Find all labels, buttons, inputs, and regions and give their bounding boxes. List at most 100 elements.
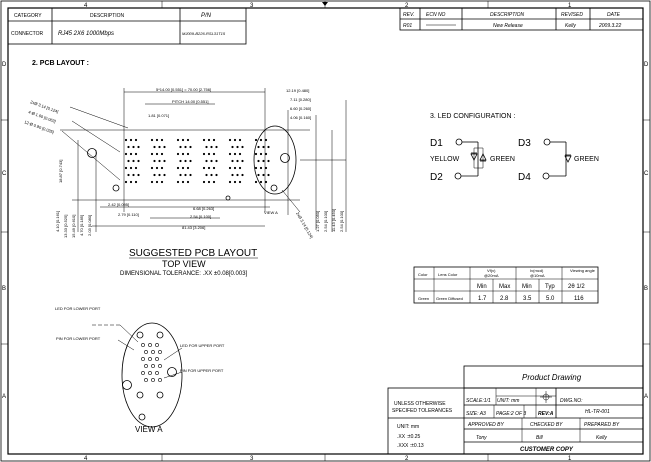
view-a-pin xyxy=(151,378,155,382)
pcb-pin-hole xyxy=(163,159,166,163)
pcb-pin-hole xyxy=(231,145,234,149)
view-a-pin xyxy=(144,350,148,354)
pcb-pin-hole xyxy=(181,152,185,156)
view-a-pin xyxy=(141,343,145,347)
pcb-dim-v4: 15.49 [0.610] xyxy=(71,215,76,238)
led-table-iv-min: 3.5 xyxy=(523,296,532,302)
tb-checked-by: CHECKED BY xyxy=(530,422,563,428)
led-green-right: GREEN xyxy=(574,156,599,163)
tb-dwg-label: DWG.NO: xyxy=(560,398,583,404)
zone-marker-bottom-4: 4 xyxy=(84,456,88,462)
center-mark-top xyxy=(322,2,328,6)
pcb-pin-hole xyxy=(150,166,154,170)
led-table-h-vf-sub: @20mA xyxy=(484,273,499,278)
pcb-pin-hole xyxy=(137,159,140,163)
pcb-pin-hole xyxy=(176,180,180,184)
pcb-pin-hole xyxy=(262,173,265,177)
view-a-pin xyxy=(144,378,148,382)
pcb-pin-hole xyxy=(259,166,263,170)
pcb-pin-hole xyxy=(238,152,242,156)
pcb-pin-hole xyxy=(158,173,161,177)
pcb-dim-total: 5*14.00 [0.551] = 70.00 [2.756] xyxy=(156,87,211,92)
led-green-left: GREEN xyxy=(490,156,515,163)
pcb-pin-hole xyxy=(124,180,128,184)
led-table-angle: 116 xyxy=(574,296,584,302)
pcb-pin-hole xyxy=(267,173,270,177)
tb-dwg-no: HL-TR-001 xyxy=(585,409,610,415)
pcb-pin-hole xyxy=(210,159,213,163)
view-a-pin xyxy=(155,357,159,361)
pcb-pin-hole xyxy=(127,173,130,177)
header-table: CATEGORY DESCRIPTION P/N CONNECTOR RJ45 … xyxy=(7,7,247,45)
pcb-section-title: 2. PCB LAYOUT : xyxy=(32,60,89,67)
view-a-pin xyxy=(155,343,159,347)
pcb-pin-hole xyxy=(186,138,190,142)
pcb-pin-hole xyxy=(233,138,237,142)
rev-row-description: New Release xyxy=(493,23,523,29)
zone-marker-bottom-3: 3 xyxy=(250,456,254,462)
pcb-pin-hole xyxy=(179,173,182,177)
pcb-dim-b1: 2.42 [0.095] xyxy=(108,202,129,207)
pcb-pin-hole xyxy=(207,180,211,184)
tb-prepared: Kelly xyxy=(596,435,607,441)
pcb-pin-pattern xyxy=(124,138,270,184)
pcb-pin-hole xyxy=(176,152,180,156)
led-table-max: Max xyxy=(499,284,510,290)
pcb-suggested-title: SUGGESTED PCB LAYOUT xyxy=(129,248,257,259)
pcb-pin-hole xyxy=(202,180,206,184)
pcb-pin-hole xyxy=(160,166,164,170)
pcb-pin-hole xyxy=(228,138,232,142)
pcb-dim-b4: 2.54 [0.100] xyxy=(190,214,211,219)
led-table-h-color: Color xyxy=(418,272,428,277)
pcb-dim-b2: 2.79 [0.110] xyxy=(118,212,139,217)
tb-unless: UNLESS OTHERWISE xyxy=(394,401,446,407)
pcb-pin-hole xyxy=(257,145,260,149)
led-table-h-angle: Viewing angle xyxy=(570,268,596,273)
pcb-pin-hole xyxy=(264,180,268,184)
zone-marker-top-3: 3 xyxy=(250,3,254,9)
tb-size: SIZE: A3 xyxy=(466,411,486,417)
pcb-pin-hole xyxy=(238,166,242,170)
pcb-pin-hole xyxy=(205,173,208,177)
tb-customer-copy: CUSTOMER COPY xyxy=(520,447,574,453)
pcb-pin-hole xyxy=(207,138,211,142)
rev-col-rev: REV. xyxy=(403,12,414,18)
rev-col-date: DATE xyxy=(607,12,621,18)
pcb-pin-hole xyxy=(132,159,135,163)
zone-marker-top-2: 2 xyxy=(405,3,409,9)
pcb-dim-r2: 7.11 [0.280] xyxy=(290,97,311,102)
pcb-pin-hole xyxy=(153,159,156,163)
pcb-pin-hole xyxy=(236,145,239,149)
pcb-pin-hole xyxy=(259,138,263,142)
pcb-pin-hole xyxy=(184,145,187,149)
pcb-dim-v9: 11.43 [0.450] xyxy=(331,209,336,232)
tb-page: PAGE:2 OF 3 xyxy=(496,411,526,417)
pcb-pin-hole xyxy=(231,173,234,177)
pcb-dim-181: 1.81 [0.071] xyxy=(148,113,169,118)
pcb-dim-v10: 2.54 [0.100] xyxy=(339,211,344,232)
pcb-pin-hole xyxy=(212,152,216,156)
zone-marker-left-b: B xyxy=(2,286,6,292)
pcb-pin-hole xyxy=(202,166,206,170)
zone-marker-right-d: D xyxy=(644,62,649,68)
inner-frame xyxy=(7,7,644,455)
pcb-pin-hole xyxy=(181,180,185,184)
pcb-pin-hole xyxy=(134,138,138,142)
pcb-pin-hole xyxy=(153,173,156,177)
pcb-pin-hole xyxy=(129,138,133,142)
view-a-pin xyxy=(141,371,145,375)
tb-specified: SPECIFED TOLERANCES xyxy=(392,408,453,414)
tb-approved: Tony xyxy=(476,435,487,441)
led-d1: D1 xyxy=(430,138,443,149)
pcb-pin-hole xyxy=(228,152,232,156)
pcb-pin-hole xyxy=(228,166,232,170)
rev-col-revised: REVISED xyxy=(561,12,583,18)
view-a-detail xyxy=(92,322,183,428)
pcb-pin-hole xyxy=(150,138,154,142)
led-table-angle-sym: 2θ 1/2 xyxy=(568,284,585,290)
pcb-view-a-label: VIEW A xyxy=(264,210,278,215)
zone-marker-right-c: C xyxy=(644,171,649,177)
pcb-pin-hole xyxy=(205,145,208,149)
pcb-pin-hole xyxy=(127,145,130,149)
